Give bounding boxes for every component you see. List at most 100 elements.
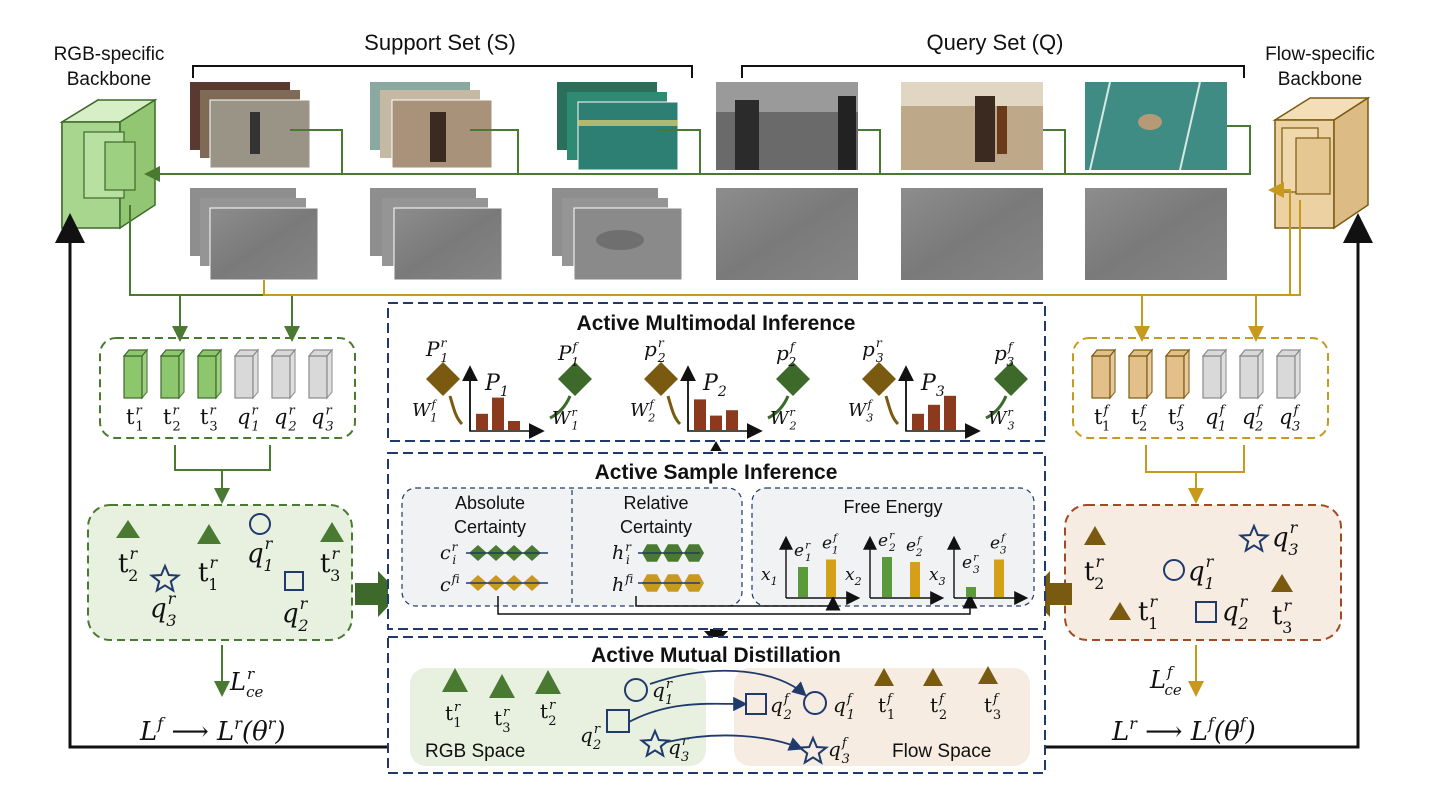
rgb-weight-arrow <box>884 395 900 426</box>
query-set-bracket <box>741 65 1245 78</box>
flow-backbone-label: Flow-specific Backbone <box>1265 44 1375 90</box>
energy-bar-flow <box>994 559 1004 597</box>
ami-bar <box>694 399 706 430</box>
amd-rgb-t3-triangle <box>489 674 515 698</box>
c-f-label: cfi <box>440 572 460 596</box>
h-f-label: hfi <box>612 572 633 596</box>
feature-cube-t2 <box>159 348 186 400</box>
ami-bar <box>944 395 956 430</box>
support-video-1 <box>190 82 311 169</box>
flow-space-panel <box>734 668 1030 766</box>
flow-embedding-points <box>1084 523 1293 623</box>
amd-title: Active Mutual Distillation <box>591 644 841 667</box>
energy-bar-flow <box>826 559 836 597</box>
ami-bar <box>508 421 520 430</box>
absolute-certainty-line1: Absolute <box>455 493 525 513</box>
amd-flow-t3-triangle <box>978 666 998 684</box>
rgb-feedback-loop <box>55 213 388 749</box>
rgb-embedding-points <box>116 513 344 593</box>
flow-weight-arrow <box>767 395 790 420</box>
relative-certainty-line2: Certainty <box>620 517 692 537</box>
amd-rgb-t2-triangle <box>535 670 561 694</box>
rgb-embedding-space <box>87 504 353 641</box>
feature-cube-t1 <box>1090 348 1117 400</box>
flow-weight-arrow <box>985 395 1008 420</box>
feature-cube-q1 <box>1201 348 1228 400</box>
rgb-prob-diamond <box>644 362 678 396</box>
query-video-1 <box>716 82 858 170</box>
support-video-3 <box>557 82 679 171</box>
flow-backbone-line2: Backbone <box>1278 69 1363 90</box>
feature-cube-q2 <box>270 348 297 400</box>
query-set-title: Query Set (Q) <box>927 30 1064 55</box>
ami-bar <box>726 410 738 430</box>
flow-t3-triangle <box>1271 574 1293 592</box>
flow-q1-circle <box>1163 559 1185 581</box>
feature-cube-t2 <box>1127 348 1154 400</box>
flow-weight-arrow <box>549 395 572 420</box>
query-flow-2 <box>901 188 1043 280</box>
feature-cube-q3 <box>307 348 334 400</box>
energy-bar-flow <box>910 562 920 597</box>
ami-bar <box>912 413 924 430</box>
support-video-2 <box>370 82 493 169</box>
rgb-prob-diamond <box>426 362 460 396</box>
feature-cube-q3 <box>1275 348 1302 400</box>
rgb-distill-equation: Lf ⟶ Lr(θr) <box>139 714 286 747</box>
relative-certainty-line1: Relative <box>623 493 688 513</box>
feature-cube-t1 <box>122 348 149 400</box>
rgb-space-panel <box>410 668 706 766</box>
query-video-2 <box>901 82 1043 170</box>
feature-cube-t3 <box>196 348 223 400</box>
rgb-t3-triangle <box>320 522 344 542</box>
amd-flow-t2-triangle <box>923 668 943 686</box>
amd-rgb-q3-star <box>638 728 672 758</box>
rgb-q3-star <box>148 563 182 593</box>
rgb-space-label: RGB Space <box>425 741 525 762</box>
flow-merge-lines <box>1145 445 1245 504</box>
rgb-t1-triangle <box>197 524 221 544</box>
ami-bar <box>492 397 504 430</box>
flow-space-label: Flow Space <box>892 741 991 762</box>
rgb-q2-square <box>284 571 304 591</box>
amd-flow-q1-circle <box>803 691 827 715</box>
amd-distill-arrows <box>628 669 807 751</box>
asi-title: Active Sample Inference <box>595 461 838 484</box>
amd-flow-t1-triangle <box>874 668 894 686</box>
